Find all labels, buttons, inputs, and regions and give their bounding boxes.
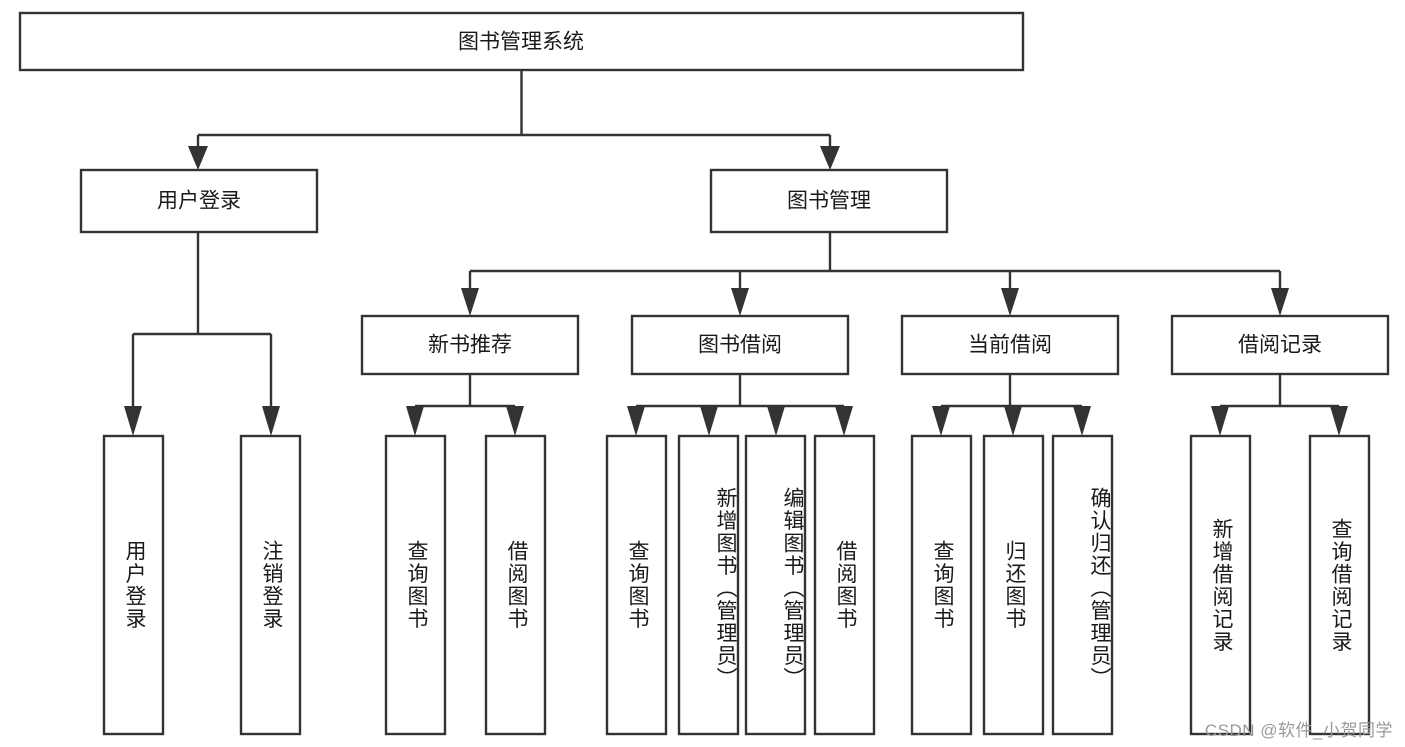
leaf-box-user-login[interactable] xyxy=(102,434,165,736)
node-new-book-recommend-label: 新书推荐 xyxy=(428,334,512,357)
node-book-management-box[interactable] xyxy=(709,168,949,234)
arrow-head-leaf-confirm-return xyxy=(1073,406,1091,436)
leaf-box-borrow-book-2[interactable] xyxy=(813,434,876,736)
arrow-head-leaf-edit-book xyxy=(767,406,785,436)
arrow-head-leaf-borrow-book-2 xyxy=(835,406,853,436)
arrow-head-leaf-add-record xyxy=(1211,406,1229,436)
node-user-login-box[interactable] xyxy=(79,168,319,234)
arrow-head-leaf-query-book-3 xyxy=(932,406,950,436)
node-book-borrow[interactable]: 图书借阅 xyxy=(630,314,850,376)
leaf-box-borrow-book-1[interactable] xyxy=(484,434,547,736)
node-borrow-record-label: 借阅记录 xyxy=(1238,334,1322,357)
arrow-head-leaf-borrow-book-1 xyxy=(506,406,524,436)
node-root-label: 图书管理系统 xyxy=(458,31,584,54)
node-book-management[interactable]: 图书管理 xyxy=(709,168,949,234)
node-user-login[interactable]: 用户登录 xyxy=(79,168,319,234)
arrow-head-leaf-query-book-1 xyxy=(406,406,424,436)
leaf-box-query-book-1[interactable] xyxy=(384,434,447,736)
connector-group-current-borrow xyxy=(932,374,1091,436)
node-book-borrow-label: 图书借阅 xyxy=(698,334,782,357)
arrow-head-leaf-query-record xyxy=(1330,406,1348,436)
node-borrow-record-box[interactable] xyxy=(1170,314,1390,376)
node-borrow-record[interactable]: 借阅记录 xyxy=(1170,314,1390,376)
leaf-box-add-record[interactable] xyxy=(1189,434,1252,736)
node-root-box[interactable] xyxy=(18,11,1025,72)
arrow-head-leaf-add-book xyxy=(700,406,718,436)
arrow-head-borrow-record xyxy=(1271,288,1289,316)
arrow-head-leaf-return-book xyxy=(1004,406,1022,436)
node-new-book-recommend-box[interactable] xyxy=(360,314,580,376)
leaf-box-query-book-2[interactable] xyxy=(605,434,668,736)
leaf-box-add-book[interactable] xyxy=(677,434,740,736)
connector-group-new-book-recommend xyxy=(406,374,524,436)
arrow-head-book-borrow xyxy=(731,288,749,316)
leaf-box-query-book-3[interactable] xyxy=(910,434,973,736)
leaf-box-query-record[interactable] xyxy=(1308,434,1371,736)
watermark-text: CSDN @软件_小贺同学 xyxy=(1204,721,1393,740)
arrow-head-new-book-recommend xyxy=(461,288,479,316)
connector-group-root xyxy=(188,70,840,170)
connector-group-user-login xyxy=(124,232,280,436)
arrow-head-current-borrow xyxy=(1001,288,1019,316)
arrow-head-leaf-query-book-2 xyxy=(627,406,645,436)
leaf-box-confirm-return[interactable] xyxy=(1051,434,1114,736)
node-book-borrow-box[interactable] xyxy=(630,314,850,376)
node-current-borrow[interactable]: 当前借阅 xyxy=(900,314,1120,376)
node-user-login-label: 用户登录 xyxy=(157,190,241,213)
node-current-borrow-box[interactable] xyxy=(900,314,1120,376)
arrow-head-leaf-logout xyxy=(262,406,280,436)
arrow-head-user-login xyxy=(188,146,208,170)
leaf-box-return-book[interactable] xyxy=(982,434,1045,736)
leaf-box-edit-book[interactable] xyxy=(744,434,807,736)
node-new-book-recommend[interactable]: 新书推荐 xyxy=(360,314,580,376)
node-book-management-label: 图书管理 xyxy=(787,190,871,213)
node-current-borrow-label: 当前借阅 xyxy=(968,334,1052,357)
node-root[interactable]: 图书管理系统 xyxy=(18,11,1025,72)
arrow-head-book-management xyxy=(820,146,840,170)
connector-group-book-management xyxy=(461,232,1289,316)
leaf-box-logout[interactable] xyxy=(239,434,302,736)
arrow-head-leaf-user-login xyxy=(124,406,142,436)
connector-group-borrow-record xyxy=(1211,374,1348,436)
connector-group-book-borrow xyxy=(627,374,853,436)
